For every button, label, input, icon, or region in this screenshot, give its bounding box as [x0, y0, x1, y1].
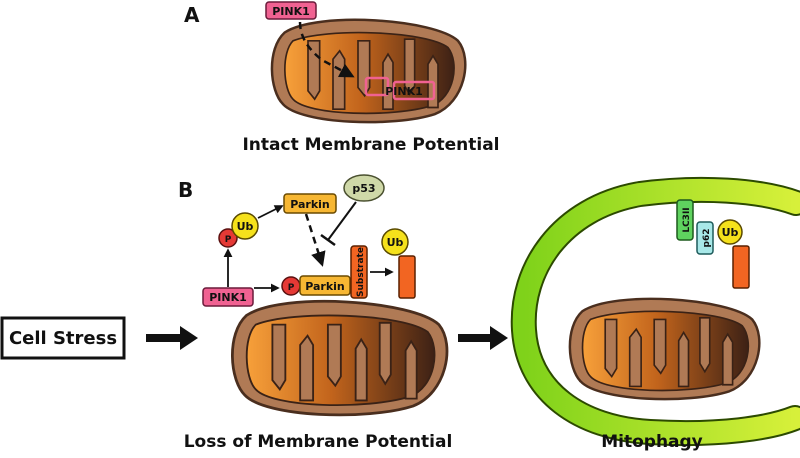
- p53-inhibition: [320, 201, 357, 247]
- phospho-parkin: P Parkin: [281, 275, 351, 296]
- substrate-tag: Substrate: [350, 245, 368, 299]
- pink1-b-text: PINK1: [209, 291, 247, 304]
- ub-substrate-text: Ub: [387, 236, 404, 249]
- panel-a-label: A: [184, 3, 200, 27]
- ub-engulfed-text: Ub: [722, 226, 739, 239]
- parkin-translocation-arrow: [304, 213, 326, 267]
- substrate-text: Substrate: [356, 247, 366, 297]
- import-arrow: [298, 21, 355, 78]
- lc3-text: LC3II: [682, 207, 692, 232]
- pink1-outer-tag: PINK1: [265, 1, 317, 20]
- mitochondrion-depolarized: [230, 299, 449, 417]
- mitochondrion-intact: [270, 18, 467, 124]
- ub-substrate-engulfed: Ub: [717, 219, 750, 289]
- caption-loss: Loss of Membrane Potential: [184, 432, 453, 452]
- pink1-b-tag: PINK1: [202, 287, 254, 307]
- ubiquitinated-substrate: Ub: [381, 228, 416, 299]
- panel-b-label: B: [178, 178, 193, 202]
- parkin-top-tag: Parkin: [283, 193, 337, 214]
- phospho-parkin-p-text: P: [288, 283, 295, 293]
- p53-tag: p53: [343, 174, 385, 202]
- cell-stress-box: Cell Stress: [0, 316, 126, 360]
- lc3-tag: LC3II: [676, 199, 694, 241]
- mitochondrion-engulfed: [568, 297, 761, 401]
- p62-tag: p62: [696, 221, 714, 255]
- p53-text: p53: [352, 182, 375, 195]
- ub-upper-text: Ub: [237, 220, 254, 233]
- phospho-upper-text: P: [225, 235, 232, 245]
- phospho-parkin-text: Parkin: [305, 280, 345, 293]
- mitophagy-arrow: [458, 326, 508, 350]
- parkin-top-text: Parkin: [290, 198, 330, 211]
- pink1-inner-text: PINK1: [385, 85, 423, 98]
- cell-stress-text: Cell Stress: [9, 328, 117, 349]
- pink1-inner-tag: PINK1: [364, 76, 436, 101]
- p62-text: p62: [702, 229, 712, 248]
- stress-arrow: [146, 326, 198, 350]
- caption-intact: Intact Membrane Potential: [242, 135, 499, 155]
- caption-mitophagy: Mitophagy: [601, 432, 703, 452]
- arrow-ub-parkin: [257, 205, 284, 219]
- phospho-ub-upper: P Ub: [218, 212, 259, 248]
- pink1-outer-text: PINK1: [272, 5, 310, 18]
- phagophore-membrane: [512, 178, 800, 445]
